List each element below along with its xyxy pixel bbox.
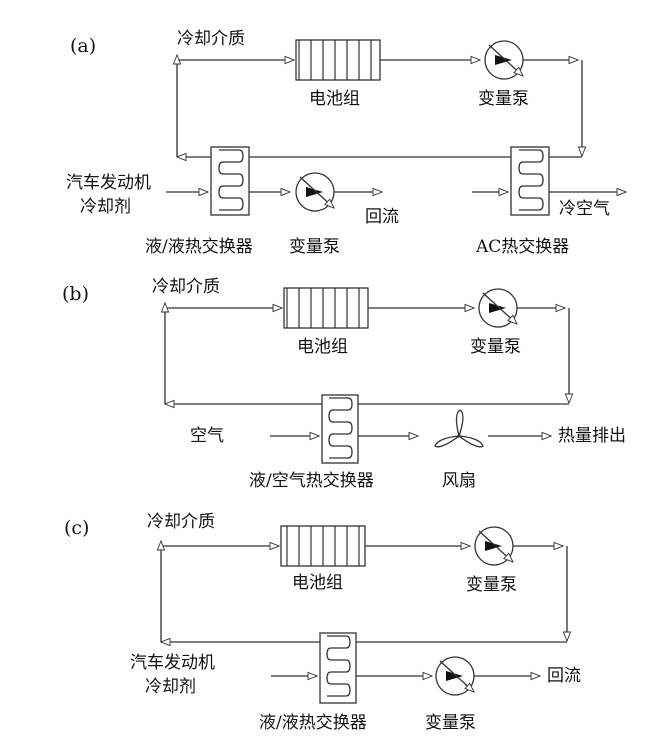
fan-b [434, 409, 484, 448]
coolant-label-c: 冷却介质 [147, 512, 215, 532]
liquid-liquid-hx-c [319, 632, 357, 704]
battery-label-c: 电池组 [292, 573, 343, 593]
pump-label-c: 变量泵 [466, 575, 517, 595]
hx-label-a: 液/液热交换器 [145, 237, 253, 257]
engine-label-c-2: 冷却剂 [145, 677, 196, 697]
cold-air-label-a: 冷空气 [559, 199, 610, 219]
variable-pump-c [474, 526, 513, 566]
heat-out-label-b: 热量排出 [558, 426, 626, 446]
pump2-label-c: 变量泵 [425, 713, 476, 733]
variable-pump-a [484, 40, 523, 80]
liquid-air-hx-b [321, 394, 359, 464]
variable-pump-c2 [435, 656, 474, 696]
fan-label-b: 风扇 [442, 471, 476, 491]
coolant-label-a: 冷却介质 [177, 29, 245, 49]
panel-label-b: (b) [62, 283, 89, 305]
engine-label-a-1: 汽车发动机 [66, 173, 151, 193]
variable-pump-a2 [295, 172, 334, 212]
liquid-liquid-hx-a [210, 146, 250, 216]
panel-label-c: (c) [64, 517, 89, 539]
ac-hx-label-a: AC热交换器 [475, 237, 569, 257]
hx-label-b: 液/空气热交换器 [249, 471, 374, 491]
battery-pack-b [283, 287, 369, 329]
variable-pump-b [478, 288, 517, 328]
battery-pack-c [280, 525, 366, 567]
pump-label-b: 变量泵 [470, 337, 521, 357]
battery-label-a: 电池组 [309, 89, 360, 109]
hx-label-c: 液/液热交换器 [259, 713, 367, 733]
coolant-label-b: 冷却介质 [152, 277, 220, 297]
engine-label-c-1: 汽车发动机 [130, 653, 215, 673]
air-label-b: 空气 [190, 426, 224, 446]
panel-b: (b) 冷却介质 电池组 变量泵 空气 液/空气热交换器 [62, 277, 626, 491]
pump-label-a: 变量泵 [478, 89, 529, 109]
panel-a: (a) 冷却介质 电池组 变量泵 汽车发动机 冷却剂 液/液热交换器 [66, 29, 626, 257]
panel-c: (c) 冷却介质 电池组 变量泵 汽车发动机 冷却剂 液/液热交换器 [64, 512, 581, 733]
ac-hx-a [510, 146, 550, 216]
panel-label-a: (a) [70, 35, 96, 57]
battery-pack-a [295, 39, 381, 81]
engine-label-a-2: 冷却剂 [80, 197, 131, 217]
pump2-label-a: 变量泵 [289, 237, 340, 257]
return-label-a: 回流 [365, 207, 399, 227]
return-label-c: 回流 [547, 666, 581, 686]
battery-label-b: 电池组 [297, 337, 348, 357]
